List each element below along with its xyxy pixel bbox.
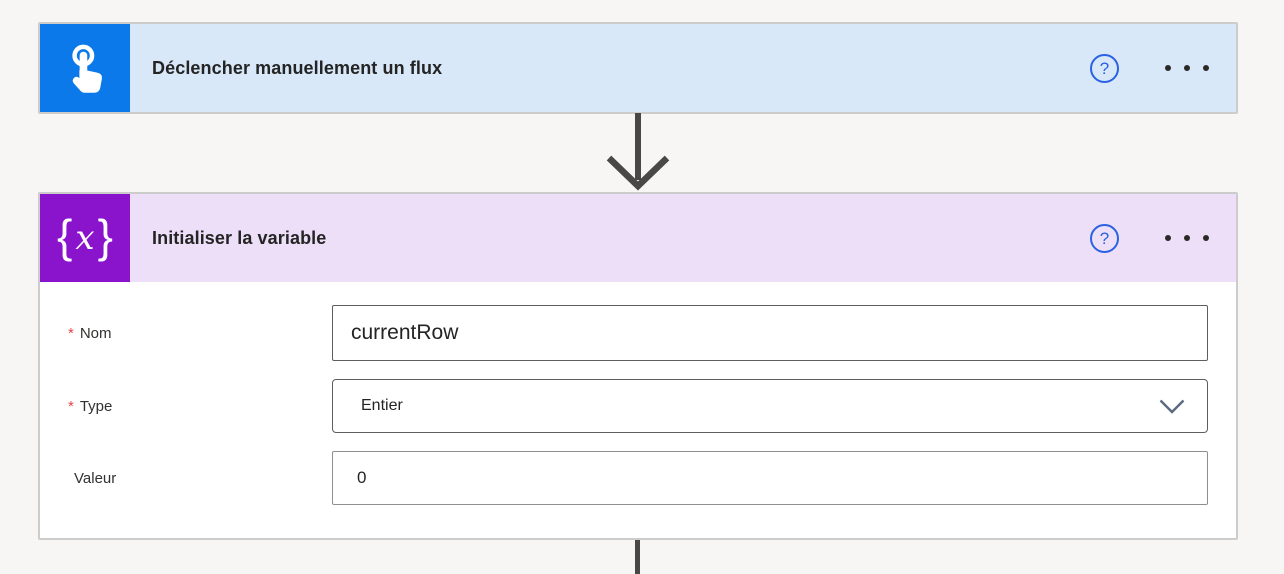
help-icon[interactable]: ? <box>1090 53 1119 83</box>
chevron-down-icon <box>1159 399 1185 414</box>
action-card-body: * Nom * Type Entier <box>40 282 1236 537</box>
trigger-header-actions: ? <box>1090 53 1236 83</box>
connector-line <box>635 540 640 574</box>
action-header-actions: ? <box>1090 223 1236 253</box>
action-card-header[interactable]: { x } Initialiser la variable ? <box>40 194 1236 282</box>
field-label-text: Type <box>79 397 113 415</box>
field-label-text: Nom <box>79 324 112 342</box>
variable-value-input[interactable] <box>332 451 1208 505</box>
field-row-nom: * Nom <box>68 305 1208 361</box>
field-label-text: Valeur <box>74 469 117 487</box>
ellipsis-menu-icon[interactable] <box>1163 59 1211 77</box>
manual-trigger-touch-icon <box>40 24 130 112</box>
field-label-nom: * Nom <box>68 325 332 342</box>
brace-close-glyph: } <box>97 210 113 262</box>
required-asterisk: * <box>68 324 74 342</box>
dropdown-selected-value: Entier <box>361 397 403 414</box>
trigger-card-header[interactable]: Déclencher manuellement un flux ? <box>40 24 1236 112</box>
trigger-header-bar[interactable]: Déclencher manuellement un flux ? <box>130 24 1236 112</box>
x-glyph: x <box>75 218 95 258</box>
help-icon[interactable]: ? <box>1090 223 1119 253</box>
trigger-card: Déclencher manuellement un flux ? <box>38 22 1238 114</box>
field-row-valeur: Valeur <box>68 451 1208 505</box>
field-label-valeur: Valeur <box>68 470 332 487</box>
action-header-bar[interactable]: Initialiser la variable ? <box>130 194 1236 282</box>
variable-type-dropdown[interactable]: Entier <box>332 379 1208 433</box>
field-label-type: * Type <box>68 398 332 415</box>
connector-arrow-icon <box>606 113 670 191</box>
ellipsis-menu-icon[interactable] <box>1163 229 1211 247</box>
action-card: { x } Initialiser la variable ? <box>38 192 1238 540</box>
action-card-title: Initialiser la variable <box>152 227 327 248</box>
variable-name-input[interactable] <box>332 305 1208 361</box>
help-glyph: ? <box>1099 228 1110 248</box>
required-asterisk: * <box>68 397 74 415</box>
brace-open-glyph: { <box>57 210 73 262</box>
variable-icon: { x } <box>40 194 130 282</box>
field-row-type: * Type Entier <box>68 379 1208 433</box>
help-glyph: ? <box>1099 58 1110 78</box>
trigger-card-title: Déclencher manuellement un flux <box>152 57 443 78</box>
